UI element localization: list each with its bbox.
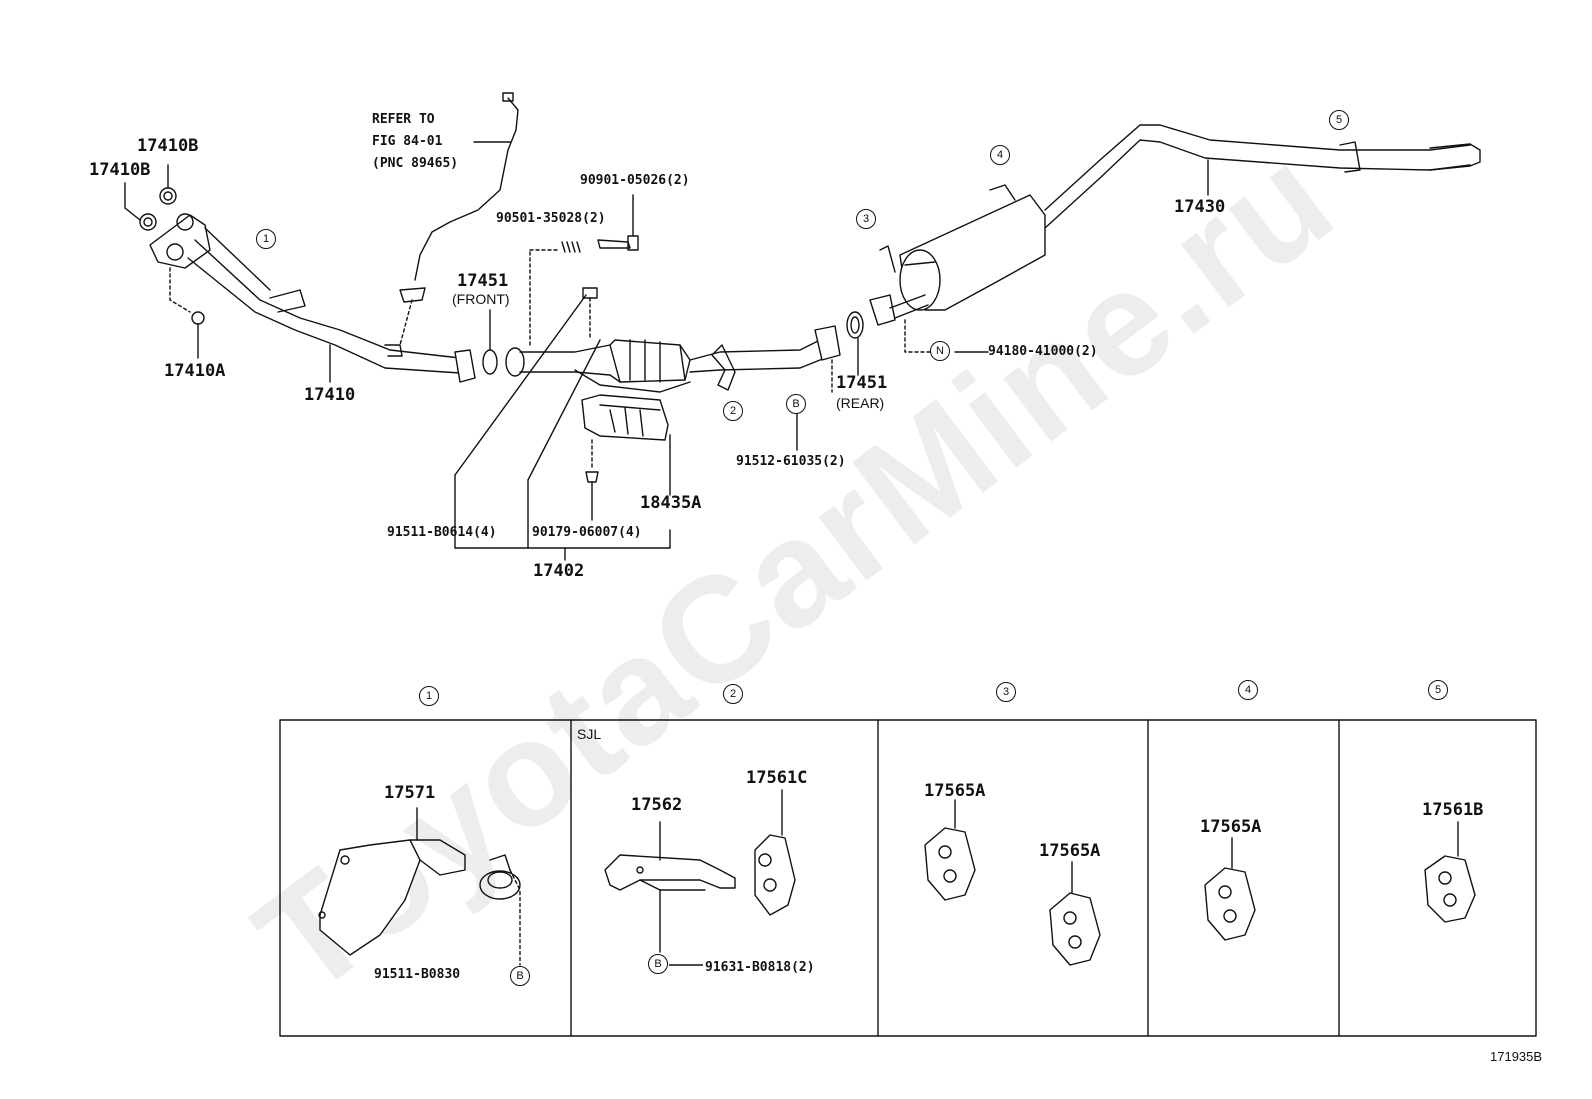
- part-17561c: 17561C: [746, 768, 808, 788]
- sjl-label: SJL: [577, 726, 602, 742]
- callout-n: N: [930, 341, 950, 361]
- part-17562: 17562: [631, 795, 683, 815]
- bolt-90901: [597, 235, 639, 251]
- part-17410a: 17410A: [164, 361, 226, 381]
- table-header-2: 2: [723, 684, 743, 704]
- hanger-table: [279, 719, 1537, 1037]
- callout-b: B: [786, 394, 806, 414]
- refer-text-line1: REFER TO: [372, 112, 435, 127]
- gasket-17410b: [139, 187, 177, 231]
- front-label: (FRONT): [452, 291, 510, 307]
- callout-1: 1: [256, 229, 276, 249]
- diagram-id: 171935B: [1490, 1049, 1543, 1064]
- callout-5: 5: [1329, 110, 1349, 130]
- part-17565a-3: 17565A: [1200, 817, 1262, 837]
- callout-b-cell1: B: [510, 966, 530, 986]
- part-17402: 17402: [533, 561, 585, 581]
- part-90501: 90501-35028(2): [496, 211, 606, 226]
- table-header-4: 4: [1238, 680, 1258, 700]
- callout-4: 4: [990, 145, 1010, 165]
- part-17565a-2: 17565A: [1039, 841, 1101, 861]
- part-18435a: 18435A: [640, 493, 702, 513]
- part-17430: 17430: [1174, 197, 1226, 217]
- table-header-5: 5: [1428, 680, 1448, 700]
- hanger-17565a-2: [1049, 892, 1101, 966]
- front-pipe-part: [149, 213, 476, 383]
- refer-text-line2: FIG 84-01: [372, 134, 443, 149]
- part-17565a-1: 17565A: [924, 781, 986, 801]
- part-90179: 90179-06007(4): [532, 525, 642, 540]
- leader-91631: [669, 964, 703, 966]
- part-91511-b0830: 91511-B0830: [374, 967, 461, 982]
- part-17571: 17571: [384, 783, 436, 803]
- part-94180: 94180-41000(2): [988, 344, 1098, 359]
- muffler: [869, 124, 1481, 326]
- oxygen-sensor: [399, 92, 519, 346]
- catalytic-converter: [519, 325, 841, 393]
- bracket-17562: [604, 854, 736, 891]
- hanger-17565a-3: [1204, 867, 1256, 941]
- bracket-17571: [318, 839, 521, 956]
- callout-2: 2: [723, 401, 743, 421]
- heat-shield: [581, 394, 669, 441]
- part-17410b-top: 17410B: [137, 136, 199, 156]
- hanger-17561c: [754, 834, 796, 916]
- part-17410: 17410: [304, 385, 356, 405]
- hanger-17561b: [1424, 855, 1476, 923]
- rear-label: (REAR): [836, 395, 885, 411]
- part-91511-b0614: 91511-B0614(4): [387, 525, 497, 540]
- spring-90501: [561, 241, 581, 253]
- part-17410b-left: 17410B: [89, 160, 151, 180]
- callout-3: 3: [856, 209, 876, 229]
- table-header-1: 1: [419, 686, 439, 706]
- part-17451-front: 17451: [457, 271, 509, 291]
- refer-text-line3: (PNC 89465): [372, 156, 459, 171]
- part-90901: 90901-05026(2): [580, 173, 690, 188]
- callout-b-cell2: B: [648, 954, 668, 974]
- part-17451-rear: 17451: [836, 373, 888, 393]
- table-header-3: 3: [996, 682, 1016, 702]
- hanger-17565a-1: [924, 827, 976, 901]
- part-91631: 91631-B0818(2): [705, 960, 815, 975]
- part-17561b: 17561B: [1422, 800, 1484, 820]
- part-91512: 91512-61035(2): [736, 454, 846, 469]
